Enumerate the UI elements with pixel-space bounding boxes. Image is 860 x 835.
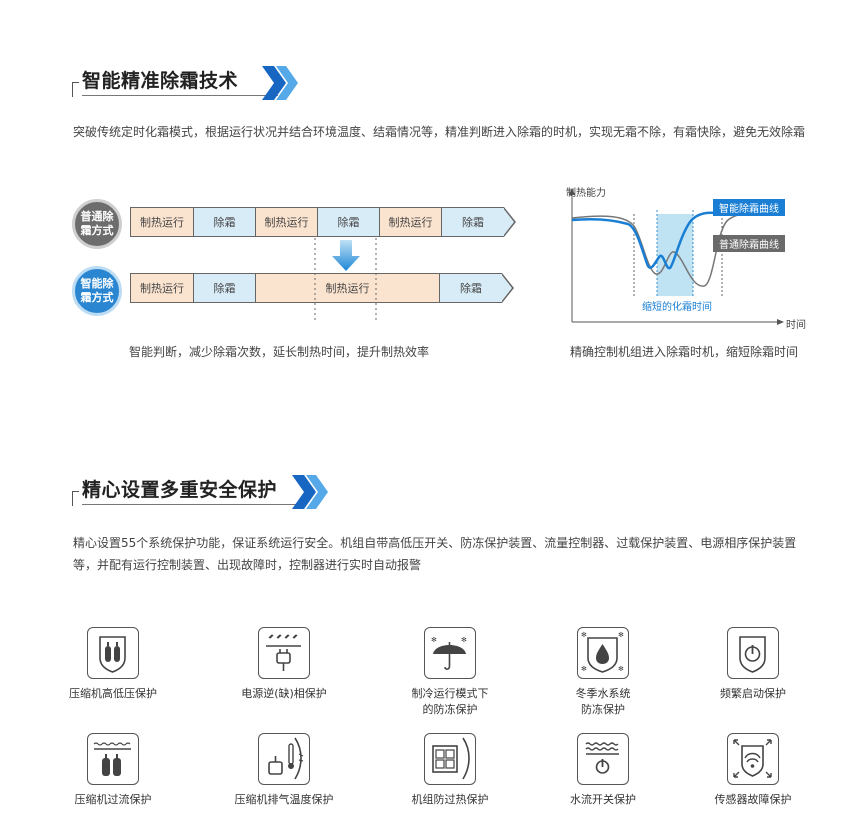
- protection-label: 压缩机高低压保护: [69, 687, 157, 700]
- section1-description: 突破传统定时化霜模式，根据运行状况并结合环境温度、结霜情况等，精准判断进入除霜的…: [73, 125, 806, 139]
- protection-label: 压缩机排气温度保护: [234, 793, 334, 806]
- sensor-shield-icon: [727, 733, 779, 785]
- smart-curve-label: 智能除霜曲线: [713, 199, 785, 216]
- normal-defrost-timeline: 制热运行 除霜 制热运行 除霜 制热运行 除霜: [130, 207, 516, 237]
- normal-defrost-curve: [571, 208, 779, 287]
- timeline-segment-heating: 制热运行: [379, 207, 441, 237]
- umbrella-snow-icon: ✻ ✻: [424, 627, 476, 679]
- double-chevron-icon: [292, 475, 328, 509]
- timeline-dashed-guides: [314, 238, 377, 320]
- section2-heading: 精心设置多重安全保护: [72, 475, 342, 509]
- section1-heading: 智能精准除霜技术: [72, 66, 302, 100]
- timeline-caption: 智能判断，减少除霜次数，延长制热时间，提升制热效率: [129, 345, 430, 359]
- svg-text:✻: ✻: [618, 665, 624, 673]
- graph-caption: 精确控制机组进入除霜时机，缩短除霜时间: [570, 345, 799, 359]
- protection-label: 传感器故障保护: [714, 793, 792, 806]
- normal-defrost-badge-text: 普通除霜方式: [80, 210, 114, 237]
- normal-curve-label: 普通除霜曲线: [713, 235, 785, 252]
- smart-defrost-curve: [571, 211, 717, 270]
- protection-label-line2: 的防冻保护: [422, 703, 478, 716]
- section1-title: 智能精准除霜技术: [82, 70, 239, 92]
- protection-label: 机组防过热保护: [411, 793, 489, 806]
- compressor-shield-icon: [87, 627, 139, 679]
- smart-defrost-badge-text: 智能除霜方式: [80, 277, 114, 304]
- protection-label-line1: 冬季水系统: [575, 687, 631, 700]
- protection-label: 电源逆(缺)相保护: [241, 687, 327, 700]
- graph-y-label: 制热能力: [566, 188, 606, 199]
- thermometer-icon: [258, 733, 310, 785]
- svg-text:✻: ✻: [581, 631, 587, 639]
- smart-defrost-timeline: 制热运行 除霜 制热运行 除霜: [130, 273, 514, 303]
- timeline-segment-defrost: 除霜: [441, 207, 504, 237]
- heading-bracket: [72, 82, 79, 97]
- timeline-segment-defrost: 除霜: [193, 273, 255, 303]
- water-flow-switch-icon: [577, 733, 629, 785]
- normal-defrost-badge: 普通除霜方式: [72, 199, 122, 249]
- protection-label-line2: 防冻保护: [581, 703, 625, 716]
- water-drop-snow-icon: ✻ ✻ ✻ ✻: [577, 627, 629, 679]
- power-shield-icon: [727, 627, 779, 679]
- timeline-segment-defrost: 除霜: [317, 207, 379, 237]
- timeline-segment-heating: 制热运行: [255, 273, 439, 303]
- protection-label: 水流开关保护: [570, 793, 636, 806]
- heading-underline: [82, 95, 278, 96]
- svg-text:✻: ✻: [431, 636, 437, 644]
- timeline-segment-defrost: 除霜: [439, 273, 502, 303]
- smart-defrost-badge: 智能除霜方式: [72, 266, 122, 316]
- timeline-segment-defrost: 除霜: [193, 207, 255, 237]
- graph-x-label: 时间: [786, 320, 806, 331]
- compressor-wave-icon: [87, 733, 139, 785]
- down-arrow-icon: [332, 240, 360, 271]
- svg-text:✻: ✻: [461, 636, 467, 644]
- section2-description-line1: 精心设置55个系统保护功能，保证系统运行安全。机组自带高低压开关、防冻保护装置、…: [73, 536, 797, 550]
- timeline-segment-heating: 制热运行: [255, 207, 317, 237]
- unit-heat-icon: [424, 733, 476, 785]
- section2-title: 精心设置多重安全保护: [82, 479, 278, 501]
- heading-bracket: [72, 491, 79, 506]
- double-chevron-icon: [262, 66, 298, 100]
- timeline-segment-heating: 制热运行: [130, 273, 193, 303]
- shortened-time-label: 缩短的化霜时间: [642, 302, 712, 313]
- timeline-segment-heating: 制热运行: [130, 207, 193, 237]
- defrost-curve-graph: [569, 188, 784, 325]
- svg-text:✻: ✻: [581, 665, 587, 673]
- power-plug-icon: [258, 627, 310, 679]
- timeline-arrow-end: [503, 207, 516, 237]
- protection-label: 压缩机过流保护: [74, 793, 152, 806]
- timeline-arrow-end: [501, 273, 514, 303]
- svg-text:✻: ✻: [618, 631, 624, 639]
- protection-label: 冬季水系统 防冻保护: [533, 686, 673, 718]
- protection-label-line1: 制冷运行模式下: [411, 687, 489, 700]
- section2-description-line2: 等，并配有运行控制装置、出现故障时，控制器进行实时自动报警: [73, 558, 422, 572]
- heading-underline: [82, 504, 302, 505]
- protection-label: 制冷运行模式下 的防冻保护: [380, 686, 520, 718]
- protection-label: 频繁启动保护: [720, 687, 786, 700]
